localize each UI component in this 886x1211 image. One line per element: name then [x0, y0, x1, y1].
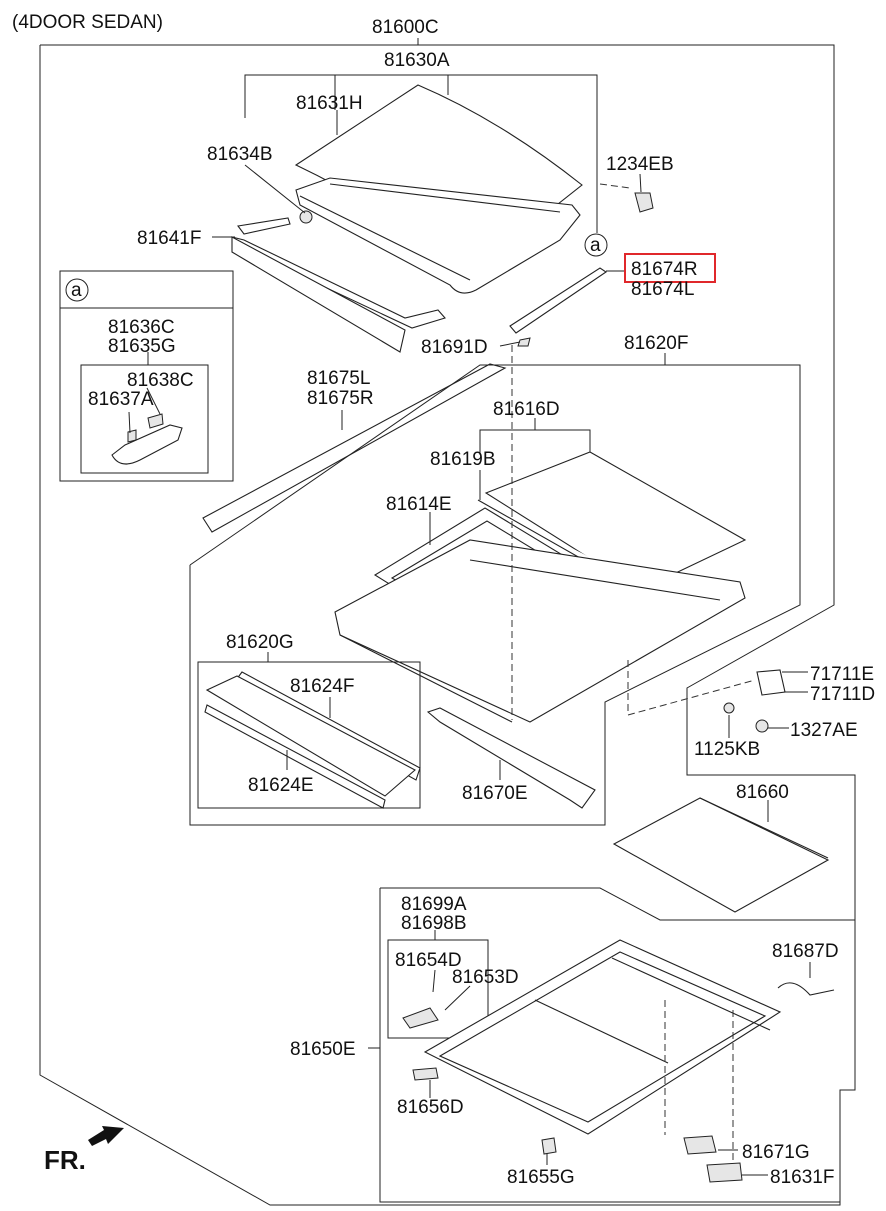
svg-text:a: a [590, 235, 601, 256]
part-labels: 81600C 81630A 81631H 81634B 1234EB 81641… [88, 17, 875, 1188]
label-81631F: 81631F [770, 1167, 834, 1188]
label-81638C: 81638C [127, 370, 194, 391]
label-81671G: 81671G [742, 1142, 810, 1163]
label-81635G: 81635G [108, 336, 176, 357]
clip-81637A [111, 413, 183, 465]
deflector-81641F [231, 217, 446, 353]
label-81624F: 81624F [290, 676, 354, 697]
label-81675L: 81675L [307, 368, 370, 389]
label-81634B: 81634B [207, 144, 273, 165]
label-81614E: 81614E [386, 494, 452, 515]
box-81650E [379, 887, 856, 1203]
molding-81674 [509, 267, 607, 347]
label-1234EB: 1234EB [606, 154, 674, 175]
box-81699A [387, 939, 489, 1039]
rail-81670E [426, 707, 596, 809]
label-81600C: 81600C [372, 17, 439, 38]
label-81653D: 81653D [452, 967, 519, 988]
label-81637A: 81637A [88, 389, 154, 410]
label-71711D: 71711D [810, 684, 875, 705]
bracket-71711 [723, 669, 786, 733]
rails-81624 [204, 671, 421, 809]
guide-lines [511, 183, 756, 1160]
label-81620G: 81620G [226, 632, 294, 653]
front-direction-indicator: FR. [44, 1126, 124, 1175]
detail-a-callout: a [71, 280, 82, 301]
label-81675R: 81675R [307, 388, 374, 409]
label-1327AE: 1327AE [790, 720, 858, 741]
label-81698B: 81698B [401, 913, 467, 934]
label-81687D: 81687D [772, 941, 839, 962]
label-81624E: 81624E [248, 775, 314, 796]
label-81655G: 81655G [507, 1167, 575, 1188]
label-81699A: 81699A [401, 894, 467, 915]
leader-lines [128, 38, 811, 1176]
label-81674L: 81674L [631, 279, 694, 300]
label-81656D: 81656D [397, 1097, 464, 1118]
label-81650E: 81650E [290, 1039, 356, 1060]
box-81620F [189, 364, 801, 826]
front-arrow-icon [88, 1126, 124, 1146]
label-81654D: 81654D [395, 950, 462, 971]
highlight-81674R [624, 253, 716, 283]
frame-81650E [402, 939, 835, 1183]
label-81691D: 81691D [421, 337, 488, 358]
label-1125KB: 1125KB [694, 739, 760, 760]
box-81620G [197, 661, 421, 809]
label-81641F: 81641F [137, 228, 201, 249]
label-81619B: 81619B [430, 449, 496, 470]
glass-panel-assembly [294, 84, 654, 294]
label-81660: 81660 [736, 782, 789, 803]
weatherstrip-81675 [202, 363, 507, 533]
detail-a-box: a [59, 270, 234, 482]
label-81670E: 81670E [462, 783, 528, 804]
callout-a-marker: a [584, 233, 608, 257]
label-81616D: 81616D [493, 399, 560, 420]
label-81636C: 81636C [108, 317, 175, 338]
label-81631H: 81631H [296, 93, 363, 114]
label-71711E: 71711E [810, 664, 874, 685]
label-81674R: 81674R [631, 259, 698, 280]
diagram-title: (4DOOR SEDAN) [12, 12, 163, 33]
housing-81620F [334, 539, 746, 723]
label-81630A: 81630A [384, 50, 450, 71]
label-81620F: 81620F [624, 333, 688, 354]
shade-81660 [612, 797, 830, 913]
front-label: FR. [44, 1145, 86, 1175]
